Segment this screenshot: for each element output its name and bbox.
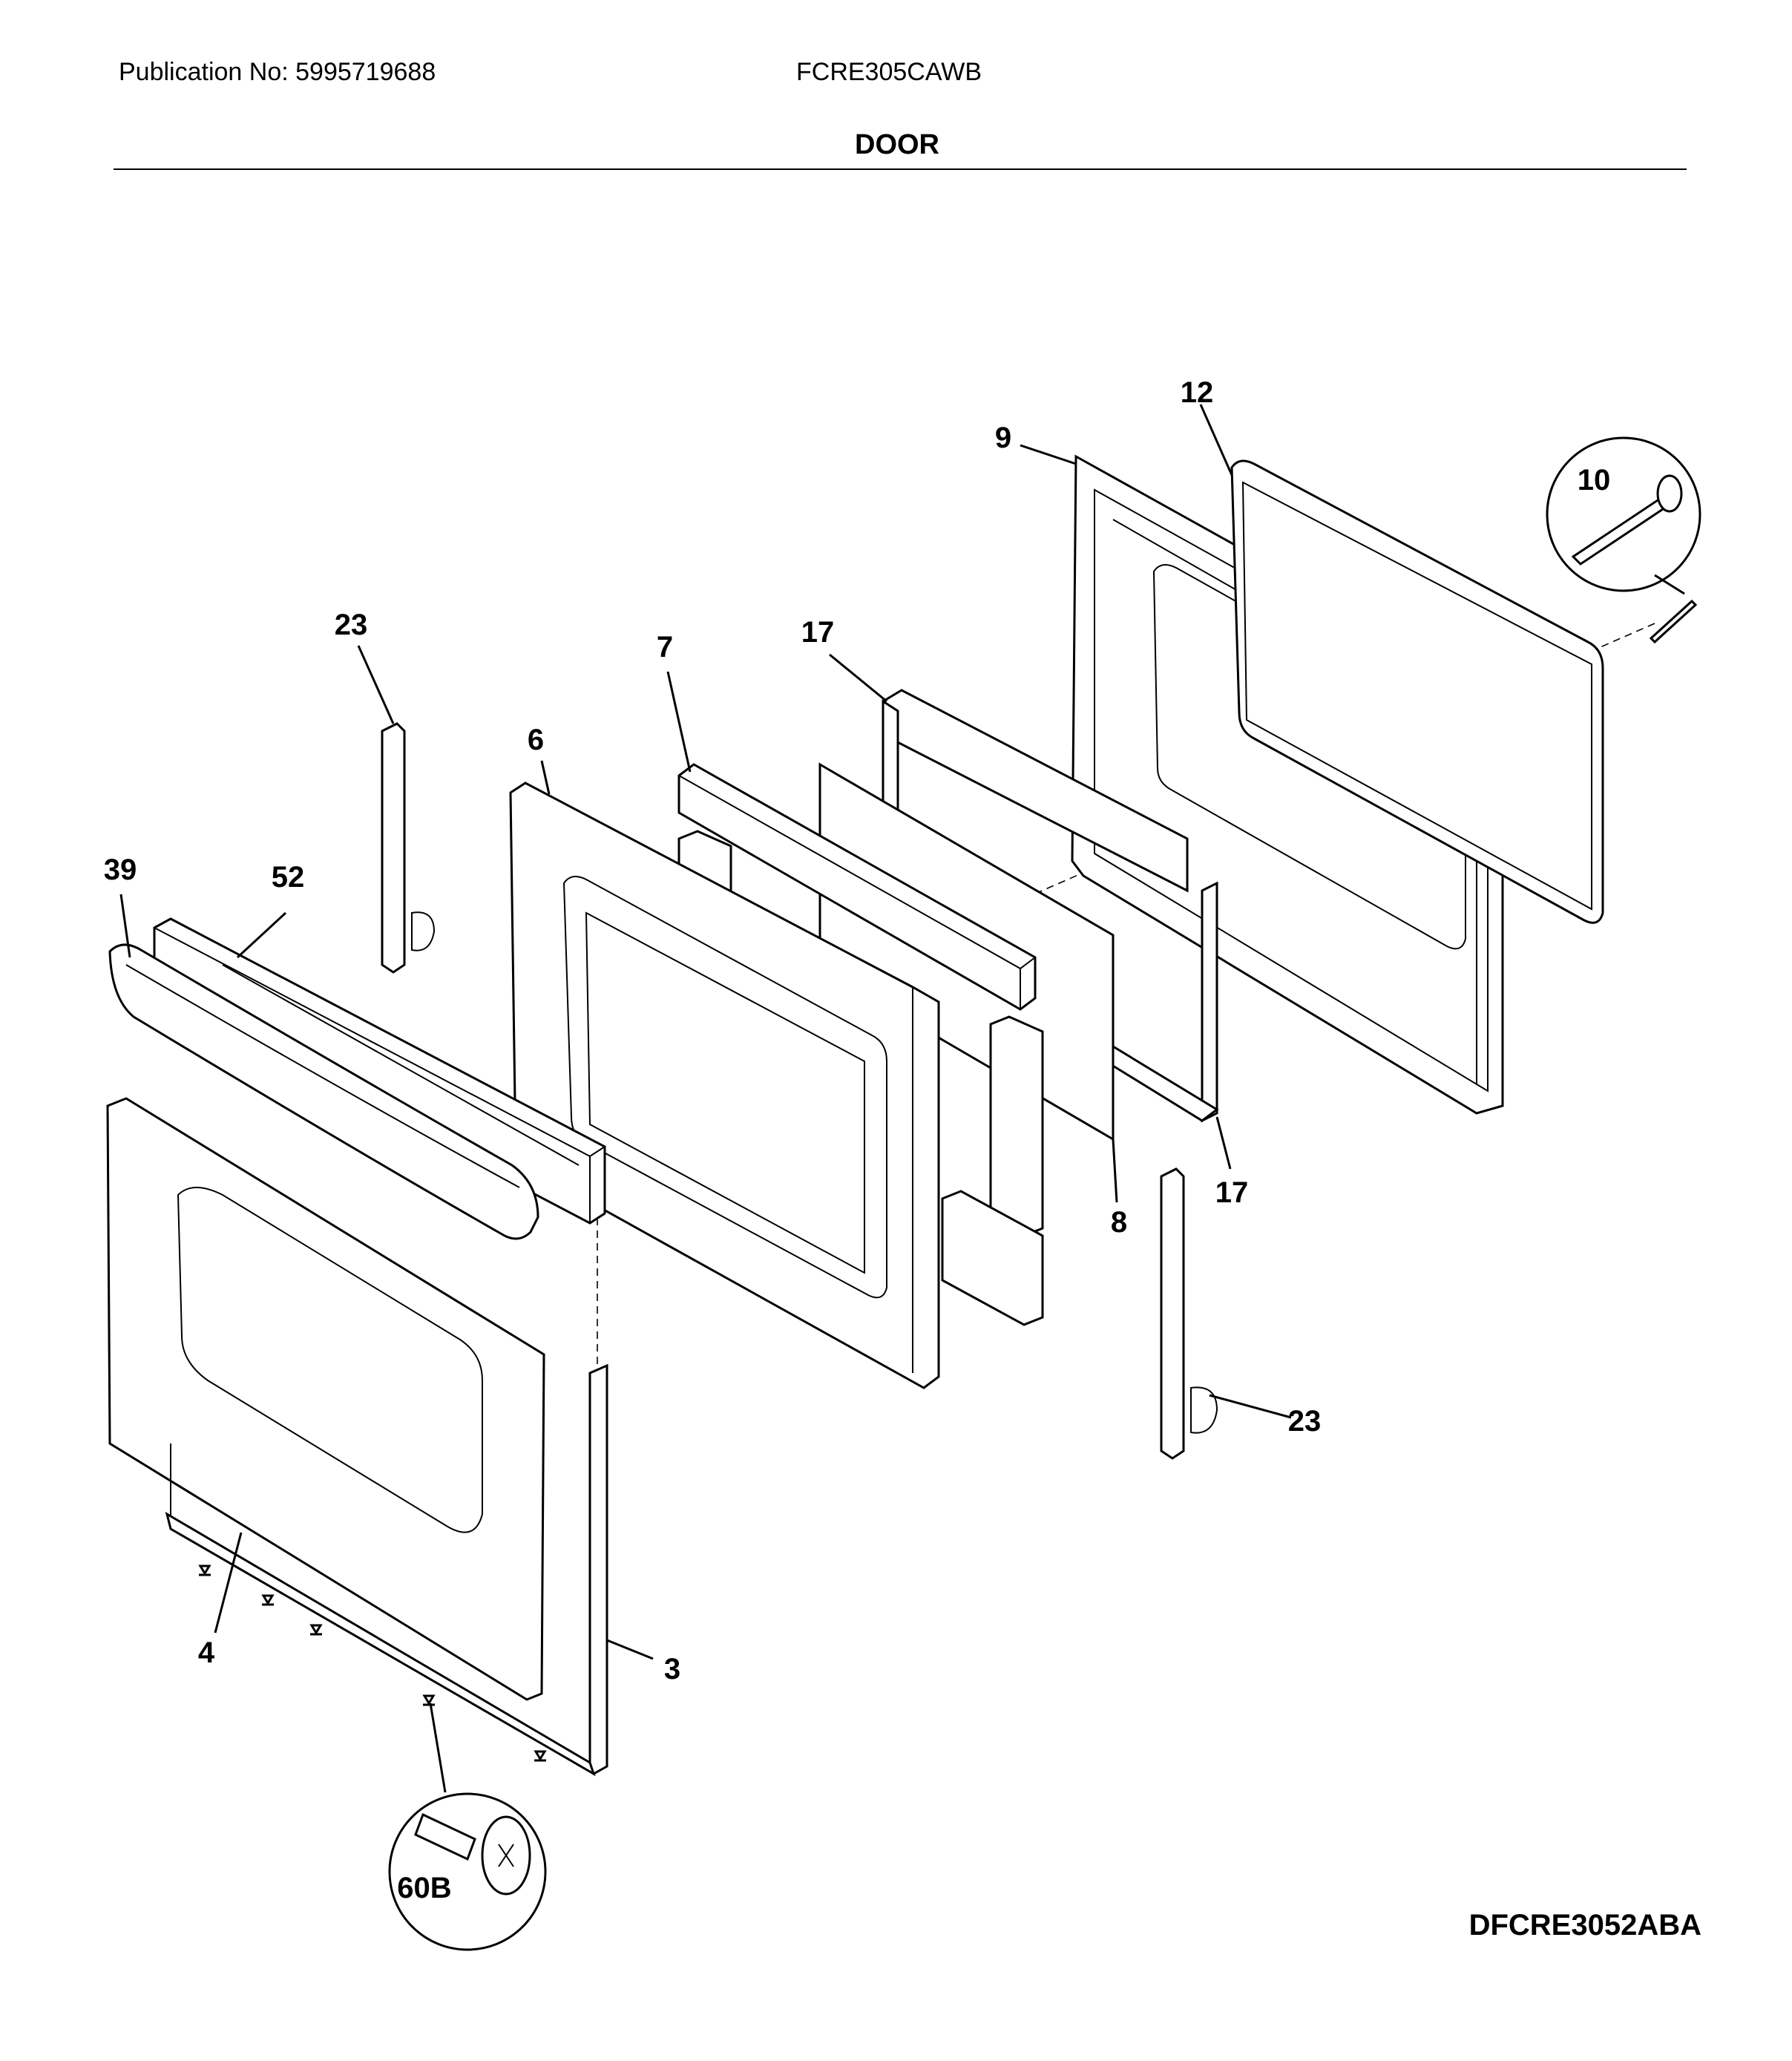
callout-3: 3 xyxy=(664,1653,680,1685)
callout-labels: 12 9 10 23 7 17 6 39 52 8 17 23 4 3 60B xyxy=(104,376,1611,1904)
model-number: FCRE305CAWB xyxy=(796,58,982,86)
part-23-hinge-lower xyxy=(1160,1167,1218,1460)
callout-12: 12 xyxy=(1181,376,1214,409)
part-17-window-frame-lower xyxy=(1104,881,1219,1123)
callout-39: 39 xyxy=(104,853,137,886)
callout-23-lower: 23 xyxy=(1288,1405,1322,1438)
section-title: DOOR xyxy=(855,129,939,160)
part-10-pin xyxy=(1649,599,1698,644)
callout-8: 8 xyxy=(1111,1206,1127,1239)
part-23-hinge-upper xyxy=(381,722,436,974)
pin-detail-circle xyxy=(1546,436,1701,592)
leader-lines xyxy=(119,404,1685,1793)
part-3-outer-frame xyxy=(165,1363,608,1777)
part-4-outer-panel xyxy=(106,1097,545,1701)
callout-4: 4 xyxy=(198,1636,215,1669)
callout-17-upper: 17 xyxy=(801,616,835,649)
screw-icons xyxy=(198,1564,547,1762)
part-39-handle xyxy=(108,943,539,1240)
screw-detail-circle xyxy=(388,1792,547,1951)
callout-9: 9 xyxy=(995,422,1011,454)
callout-60b: 60B xyxy=(397,1872,451,1904)
header-divider xyxy=(114,168,1687,170)
callout-10: 10 xyxy=(1578,464,1611,497)
publication-number: Publication No: 5995719688 xyxy=(119,58,436,86)
callout-52: 52 xyxy=(272,861,305,894)
diagram-code: DFCRE3052ABA xyxy=(1468,1909,1701,1942)
part-12-gasket xyxy=(1230,459,1604,924)
callout-7: 7 xyxy=(657,631,673,663)
callout-6: 6 xyxy=(528,724,544,756)
callout-17-lower: 17 xyxy=(1215,1176,1249,1209)
callout-23-upper: 23 xyxy=(335,609,368,641)
